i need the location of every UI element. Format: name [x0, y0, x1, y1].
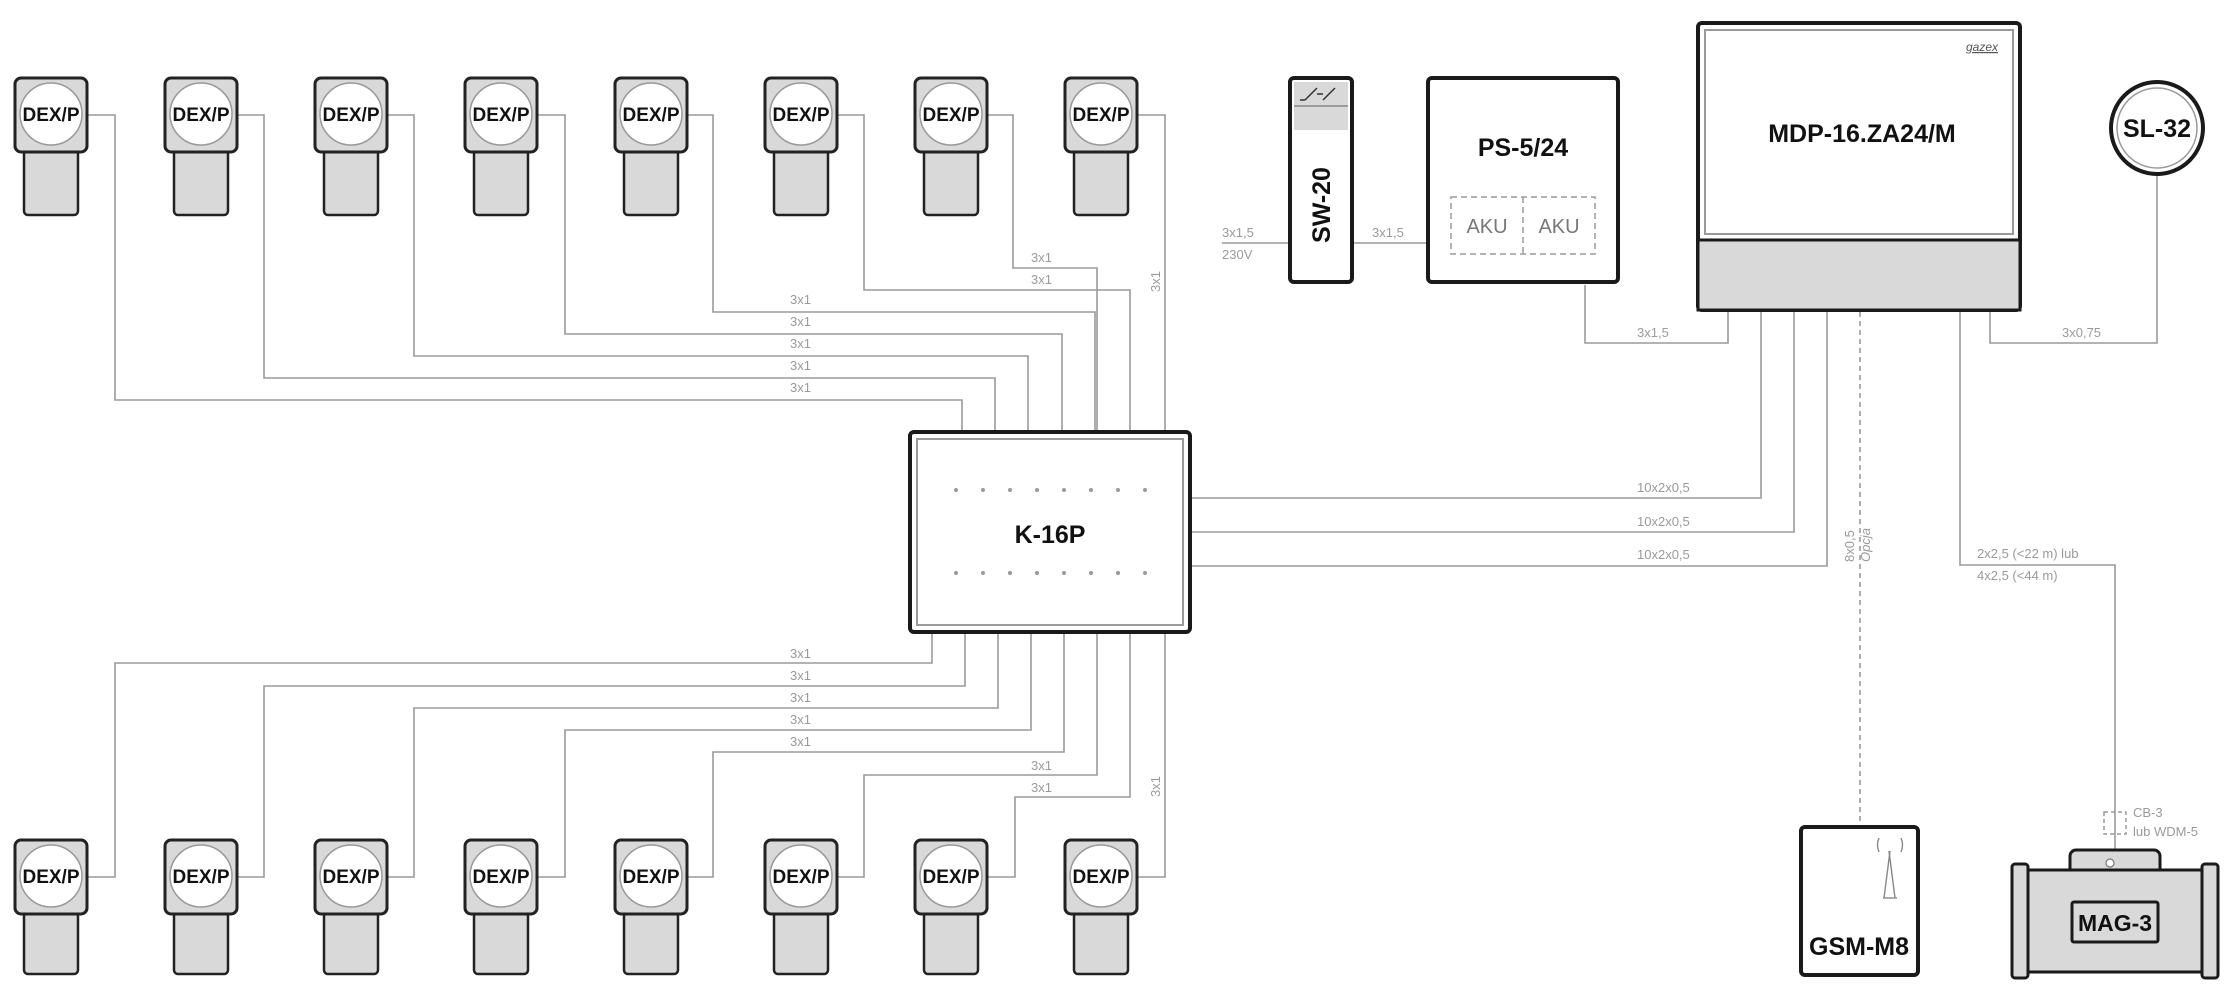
- cable-label-bus-1: 10x2x0,5: [1637, 480, 1690, 495]
- detector-top-4: DEX/P: [463, 76, 539, 217]
- detector-bottom-1: DEX/P: [13, 838, 89, 976]
- cable-label-mains-2: 230V: [1222, 247, 1253, 262]
- mdp16-controller: gazex MDP-16.ZA24/M: [1696, 21, 2022, 312]
- ps524-title: PS-5/24: [1478, 134, 1568, 162]
- detector-top-6: DEX/P: [763, 76, 839, 217]
- detector-label: DEX/P: [172, 867, 229, 888]
- cable-label-top-3: 3x1: [790, 336, 811, 351]
- detector-bottom-4: DEX/P: [463, 838, 539, 976]
- terminal-dots-bottom: [954, 571, 1147, 575]
- cable-label-bus-3: 10x2x0,5: [1637, 547, 1690, 562]
- switch-icon: [1300, 87, 1336, 101]
- cable-label-bottom-5: 3x1: [790, 734, 811, 749]
- bottom-detector-wires: [87, 632, 1166, 878]
- top-detector-wires: [87, 114, 1166, 432]
- cable-label-bottom-2: 3x1: [790, 668, 811, 683]
- cable-label-mains-1: 3x1,5: [1222, 225, 1254, 240]
- cable-label-valve-1: 2x2,5 (<22 m) lub: [1977, 546, 2079, 561]
- antenna-icon: [1876, 837, 1904, 899]
- detector-top-8: DEX/P: [1063, 76, 1139, 217]
- battery-right-label: AKU: [1538, 216, 1579, 238]
- ps524-supply: PS-5/24 AKU AKU: [1426, 76, 1620, 284]
- cable-label-ps-controller: 3x1,5: [1637, 325, 1669, 340]
- gsm-module: GSM-M8: [1799, 825, 1920, 977]
- detector-bottom-2: DEX/P: [163, 838, 239, 976]
- bottom-detectors: DEX/P DEX/P DEX/P DEX/P DEX/P: [13, 838, 1139, 976]
- power-wires: [1222, 170, 2158, 344]
- detector-top-7: DEX/P: [913, 76, 989, 217]
- detector-top-5: DEX/P: [613, 76, 689, 217]
- gsm-title: GSM-M8: [1809, 933, 1909, 961]
- cable-labels: 3x1 3x1 3x1 3x1 3x1 3x1 3x1 3x1 3x1 3x1 …: [790, 225, 2198, 839]
- detector-label: DEX/P: [772, 105, 829, 126]
- detector-label: DEX/P: [322, 867, 379, 888]
- mdp16-title: MDP-16.ZA24/M: [1768, 120, 1956, 148]
- sw20-title: SW-20: [1308, 167, 1336, 243]
- cable-label-sw-ps: 3x1,5: [1372, 225, 1404, 240]
- cable-label-valve-2: 4x2,5 (<44 m): [1977, 568, 2058, 583]
- detector-top-1: DEX/P: [13, 76, 89, 217]
- detector-label: DEX/P: [1072, 105, 1129, 126]
- detector-bottom-3: DEX/P: [313, 838, 389, 976]
- detector-label: DEX/P: [472, 105, 529, 126]
- detector-label: DEX/P: [922, 105, 979, 126]
- detector-label: DEX/P: [322, 105, 379, 126]
- cable-label-top-5: 3x1: [790, 380, 811, 395]
- battery-left-label: AKU: [1466, 216, 1507, 238]
- detector-label: DEX/P: [622, 105, 679, 126]
- cable-label-top-8: 3x1: [1148, 271, 1163, 292]
- terminal-dots-top: [954, 488, 1147, 492]
- detector-label: DEX/P: [772, 867, 829, 888]
- cable-label-bus-2: 10x2x0,5: [1637, 514, 1690, 529]
- cable-label-bottom-3: 3x1: [790, 690, 811, 705]
- detector-top-2: DEX/P: [163, 76, 239, 217]
- detector-top-3: DEX/P: [313, 76, 389, 217]
- detector-label: DEX/P: [22, 867, 79, 888]
- cable-label-top-7: 3x1: [1031, 272, 1052, 287]
- sl32-signaler: SL-32: [2109, 80, 2205, 176]
- detector-bottom-5: DEX/P: [613, 838, 689, 976]
- cable-label-top-6: 3x1: [1031, 250, 1052, 265]
- cable-label-gsm-2: Opcja: [1858, 528, 1873, 562]
- detector-bottom-8: DEX/P: [1063, 838, 1139, 976]
- detector-label: DEX/P: [22, 105, 79, 126]
- junction-label-2: lub WDM-5: [2133, 824, 2198, 839]
- k16p-module: K-16P: [908, 430, 1192, 634]
- mag3-title: MAG-3: [2078, 910, 2152, 936]
- detector-bottom-7: DEX/P: [913, 838, 989, 976]
- junction-label-1: CB-3: [2133, 805, 2163, 820]
- cable-label-gsm-1: 8x0,5: [1842, 530, 1857, 562]
- mag3-valve: MAG-3: [2010, 848, 2220, 980]
- top-detectors: DEX/P DEX/P DEX/P DEX/P DEX/P: [13, 76, 1139, 217]
- sw20-switch: SW-20: [1288, 76, 1354, 284]
- detector-label: DEX/P: [472, 867, 529, 888]
- cable-label-bottom-6: 3x1: [1031, 758, 1052, 773]
- sl32-title: SL-32: [2123, 115, 2191, 143]
- cable-label-bottom-1: 3x1: [790, 646, 811, 661]
- cable-label-top-4: 3x1: [790, 358, 811, 373]
- detector-label: DEX/P: [922, 867, 979, 888]
- cable-label-signaler: 3x0,75: [2062, 325, 2101, 340]
- detector-label: DEX/P: [1072, 867, 1129, 888]
- detector-label: DEX/P: [172, 105, 229, 126]
- k16p-title: K-16P: [1015, 521, 1086, 549]
- cable-label-bottom-4: 3x1: [790, 712, 811, 727]
- bus-wires: [1190, 312, 2127, 850]
- brand-logo: gazex: [1966, 40, 1999, 54]
- detector-label: DEX/P: [622, 867, 679, 888]
- cable-label-top-1: 3x1: [790, 292, 811, 307]
- detector-bottom-6: DEX/P: [763, 838, 839, 976]
- cable-label-bottom-8: 3x1: [1148, 776, 1163, 797]
- cable-label-top-2: 3x1: [790, 314, 811, 329]
- cable-label-bottom-7: 3x1: [1031, 780, 1052, 795]
